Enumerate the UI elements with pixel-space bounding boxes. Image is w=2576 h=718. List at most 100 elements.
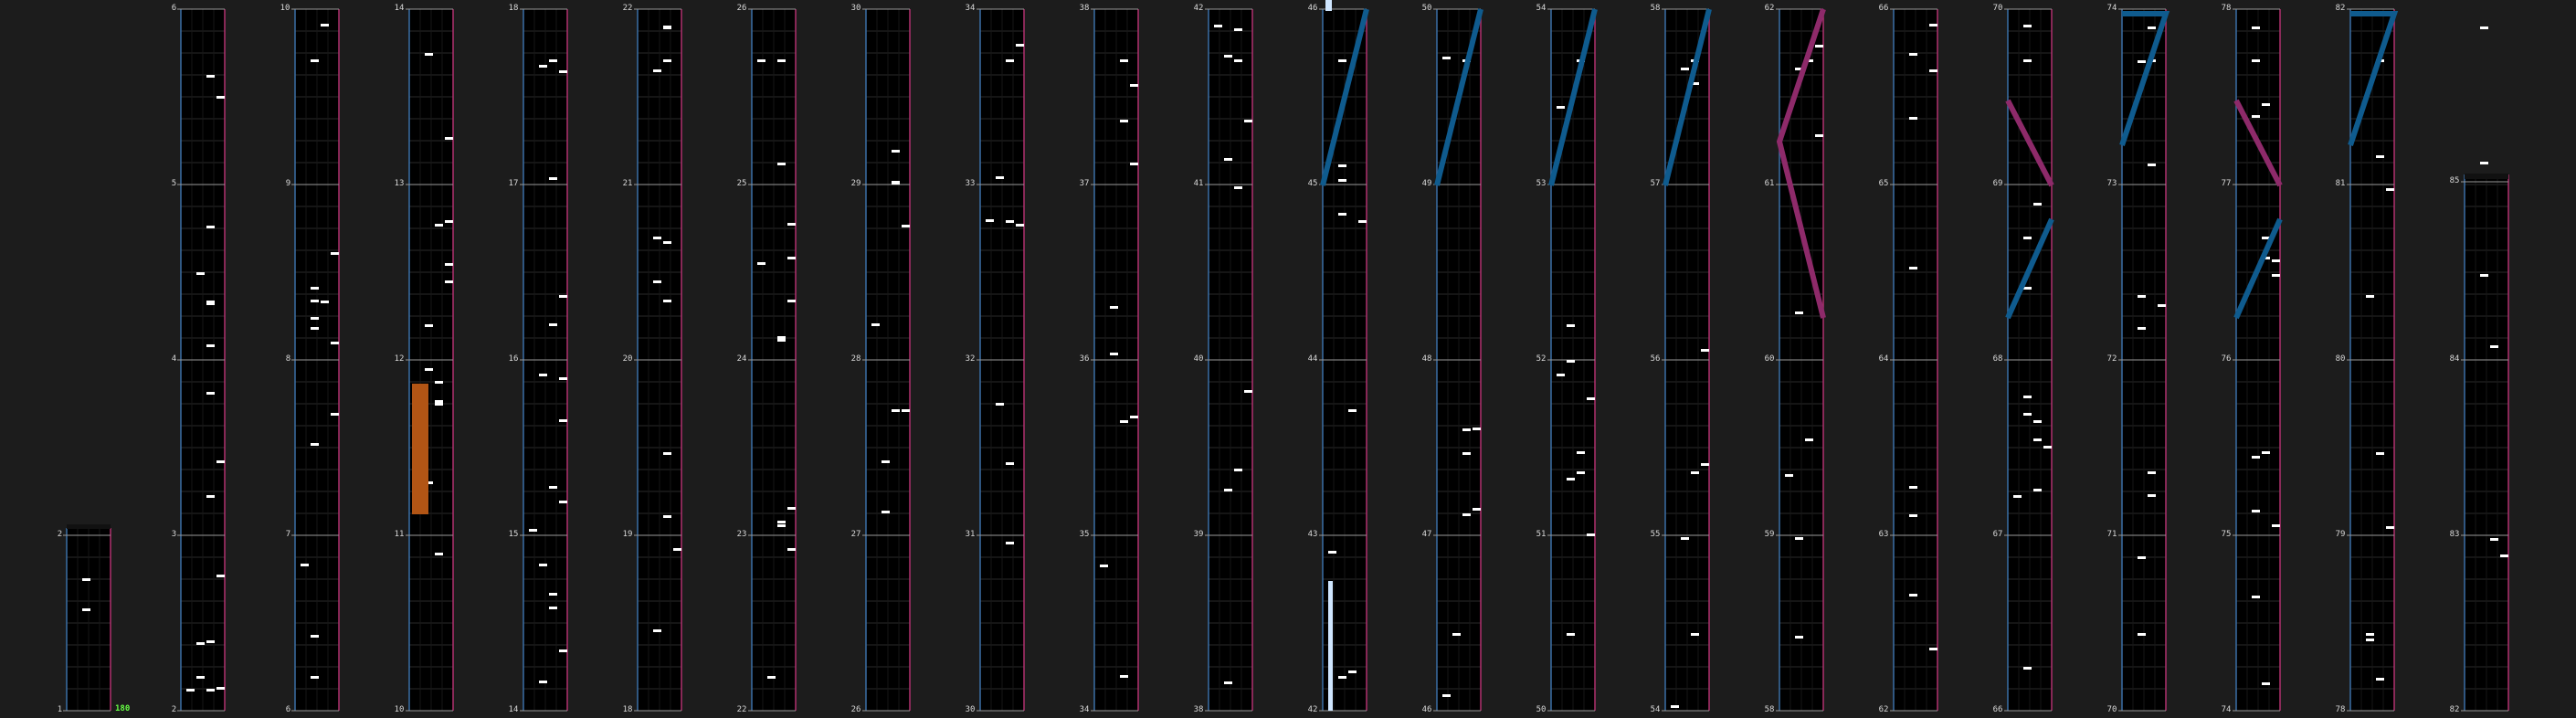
measure-number: 18 bbox=[508, 4, 519, 13]
note bbox=[1929, 69, 1937, 72]
note bbox=[1567, 478, 1575, 480]
note bbox=[1473, 428, 1481, 430]
note bbox=[1587, 397, 1595, 400]
note bbox=[206, 495, 215, 498]
measure-number: 82 bbox=[2449, 705, 2460, 714]
note bbox=[882, 460, 890, 463]
note bbox=[653, 629, 661, 632]
note bbox=[311, 635, 319, 638]
note bbox=[559, 649, 567, 652]
note bbox=[871, 323, 880, 326]
note bbox=[206, 302, 215, 305]
measure-number: 2 bbox=[171, 705, 177, 714]
measure-number: 51 bbox=[1536, 530, 1547, 539]
note bbox=[2366, 295, 2374, 298]
note bbox=[216, 687, 225, 690]
note bbox=[1577, 471, 1585, 474]
measure-number: 17 bbox=[508, 179, 519, 188]
note bbox=[663, 59, 671, 62]
note bbox=[549, 323, 557, 326]
note bbox=[1567, 324, 1575, 327]
note bbox=[787, 223, 796, 226]
measure-number: 3 bbox=[171, 530, 177, 539]
note bbox=[1473, 508, 1481, 511]
note bbox=[787, 548, 796, 551]
note bbox=[435, 403, 443, 406]
note bbox=[2148, 494, 2156, 497]
measure-number: 42 bbox=[1307, 705, 1318, 714]
measure-number: 39 bbox=[1193, 530, 1204, 539]
note bbox=[1909, 594, 1917, 597]
measure-number: 41 bbox=[1193, 179, 1204, 188]
measure-number: 18 bbox=[622, 705, 633, 714]
note bbox=[1577, 451, 1585, 454]
note bbox=[663, 300, 671, 302]
note bbox=[2023, 59, 2032, 62]
measure-number: 74 bbox=[2106, 4, 2117, 13]
measure-number: 61 bbox=[1764, 179, 1775, 188]
note bbox=[787, 300, 796, 302]
note bbox=[435, 224, 443, 227]
note bbox=[559, 70, 567, 73]
note bbox=[311, 676, 319, 679]
note bbox=[1691, 471, 1699, 474]
note bbox=[1338, 59, 1346, 62]
slide-path bbox=[1434, 8, 1483, 186]
note bbox=[767, 676, 776, 679]
note bbox=[1795, 311, 1803, 314]
note bbox=[1328, 551, 1336, 554]
note bbox=[2262, 682, 2270, 685]
note bbox=[425, 481, 433, 484]
measure-number: 44 bbox=[1307, 354, 1318, 364]
note bbox=[1557, 374, 1565, 376]
note bbox=[445, 137, 453, 140]
measure-number: 49 bbox=[1421, 179, 1432, 188]
note bbox=[2262, 103, 2270, 106]
note bbox=[1224, 489, 1232, 491]
measure-number: 52 bbox=[1536, 354, 1547, 364]
note bbox=[1681, 537, 1689, 540]
note bbox=[331, 252, 339, 255]
note bbox=[559, 295, 567, 298]
note bbox=[2272, 259, 2280, 262]
note bbox=[2252, 59, 2260, 62]
note bbox=[549, 59, 557, 62]
note bbox=[2252, 510, 2260, 512]
measure-number: 23 bbox=[736, 530, 747, 539]
note bbox=[1338, 164, 1346, 167]
measure-number: 9 bbox=[285, 179, 291, 188]
note bbox=[882, 511, 890, 513]
note bbox=[206, 344, 215, 347]
note bbox=[1120, 120, 1128, 122]
note bbox=[663, 241, 671, 244]
note bbox=[2272, 274, 2280, 277]
note bbox=[1120, 59, 1128, 62]
measure-number: 48 bbox=[1421, 354, 1432, 364]
note bbox=[663, 515, 671, 518]
note bbox=[2252, 456, 2260, 459]
note bbox=[663, 26, 671, 29]
measure-number: 78 bbox=[2221, 4, 2232, 13]
measure-number: 14 bbox=[508, 705, 519, 714]
note bbox=[777, 336, 786, 339]
note bbox=[1701, 349, 1709, 352]
note bbox=[435, 553, 443, 555]
measure-number: 6 bbox=[171, 4, 177, 13]
measure-number: 81 bbox=[2335, 179, 2346, 188]
note bbox=[1815, 134, 1823, 137]
note bbox=[2376, 452, 2384, 455]
slide-path bbox=[2119, 11, 2170, 146]
measure-number: 30 bbox=[965, 705, 976, 714]
note bbox=[1795, 537, 1803, 540]
measure-number: 46 bbox=[1307, 4, 1318, 13]
note bbox=[445, 220, 453, 223]
measure-number: 55 bbox=[1650, 530, 1661, 539]
measure-number: 50 bbox=[1536, 705, 1547, 714]
note bbox=[2252, 115, 2260, 118]
note bbox=[1234, 186, 1242, 189]
measure-number: 38 bbox=[1079, 4, 1090, 13]
note bbox=[1557, 106, 1565, 109]
measure-number: 19 bbox=[622, 530, 633, 539]
note bbox=[539, 564, 547, 566]
note bbox=[311, 287, 319, 290]
